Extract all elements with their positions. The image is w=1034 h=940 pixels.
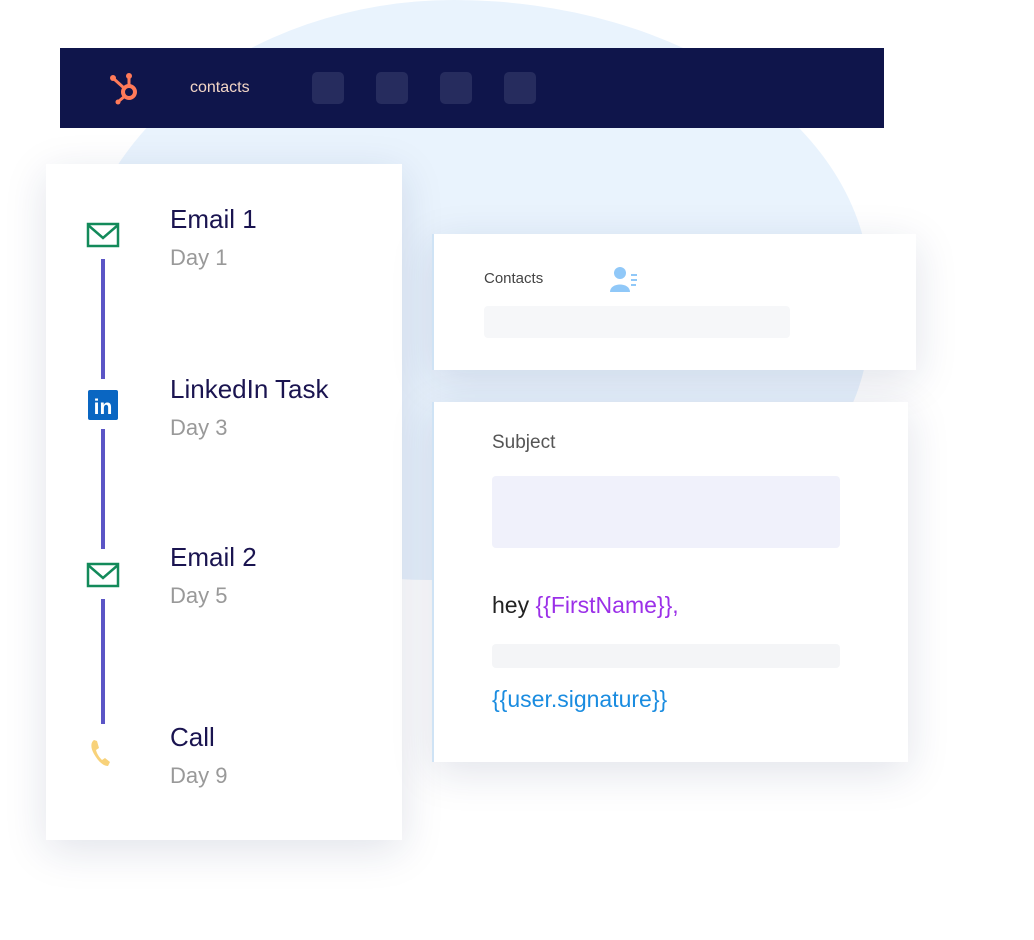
greeting-text: hey (492, 592, 530, 618)
nav-placeholder-button[interactable] (504, 72, 536, 104)
first-name-token: {{FirstName}}, (535, 592, 679, 618)
contacts-title: Contacts (484, 270, 544, 287)
contacts-input[interactable] (484, 306, 790, 338)
nav-placeholder-button[interactable] (312, 72, 344, 104)
step-call[interactable]: Call Day 9 (170, 722, 227, 789)
svg-text:in: in (94, 396, 113, 419)
linkedin-icon: in (88, 390, 118, 420)
body-placeholder-line (492, 644, 840, 668)
timeline-connector (101, 259, 105, 379)
nav-placeholder-button[interactable] (376, 72, 408, 104)
step-day: Day 1 (170, 245, 228, 270)
step-linkedin-task[interactable]: LinkedIn Task Day 3 (170, 374, 329, 441)
email-body-greeting[interactable]: hey {{FirstName}}, (492, 592, 679, 619)
signature-token: {{user.signature}} (492, 686, 668, 712)
step-title: Email 1 (170, 204, 257, 234)
step-title: LinkedIn Task (170, 374, 329, 404)
email-editor-card: Subject hey {{FirstName}}, {{user.signat… (432, 402, 908, 762)
timeline-connector (101, 429, 105, 549)
email-icon (86, 562, 120, 588)
email-icon (86, 222, 120, 248)
timeline-connector (101, 599, 105, 724)
step-title: Email 2 (170, 542, 257, 572)
step-day: Day 5 (170, 583, 228, 608)
step-day: Day 3 (170, 415, 228, 440)
contact-list-icon[interactable] (610, 266, 638, 292)
step-email-2[interactable]: Email 2 Day 5 (170, 542, 257, 609)
subject-label: Subject (492, 432, 556, 453)
nav-placeholder-button[interactable] (440, 72, 472, 104)
phone-icon (91, 740, 110, 766)
subject-input[interactable] (492, 476, 840, 548)
sequence-steps-card: in Email 1 Day 1 LinkedIn Task Day 3 Ema… (46, 164, 402, 840)
hubspot-logo-icon[interactable] (104, 68, 144, 108)
step-email-1[interactable]: Email 1 Day 1 (170, 204, 257, 271)
nav-contacts-link[interactable]: contacts (190, 79, 250, 96)
top-nav: contacts (60, 48, 884, 128)
step-title: Call (170, 722, 215, 752)
contacts-card: Contacts (432, 234, 916, 370)
step-day: Day 9 (170, 763, 228, 788)
